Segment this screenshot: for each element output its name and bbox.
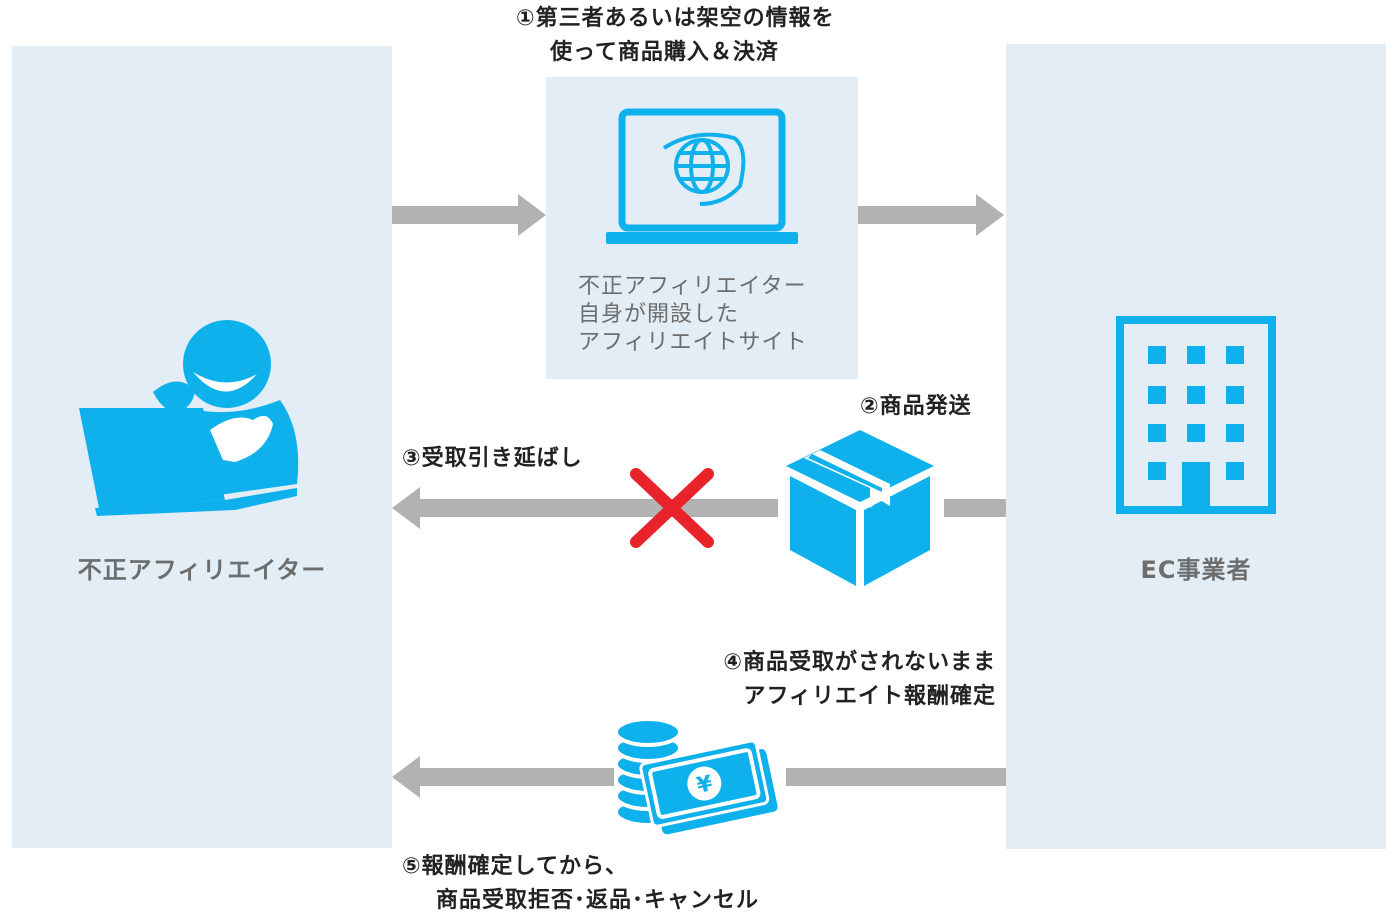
ec-operator-panel xyxy=(1006,44,1386,849)
site-caption-line-1: 不正アフィリエイター xyxy=(578,274,807,299)
arrow-reward-back xyxy=(392,756,614,798)
arrow-site-to-ec xyxy=(858,194,1004,236)
step1-line-1: ①第三者あるいは架空の情報を xyxy=(516,6,835,31)
arrow-shipping-back xyxy=(392,487,778,529)
site-caption-line-3: アフィリエイトサイト xyxy=(578,330,808,355)
step4-label: ④商品受取がされないまま アフィリエイト報酬確定 xyxy=(723,646,996,714)
step4-line-1: ④商品受取がされないまま xyxy=(723,650,996,675)
fraud-affiliate-label: 不正アフィリエイター xyxy=(77,556,327,584)
step5-line-1: ⑤報酬確定してから、 xyxy=(402,854,628,879)
step2-label: ②商品発送 xyxy=(860,394,972,419)
step5-line-2: 商品受取拒否･返品･キャンセル xyxy=(436,888,760,913)
arrow-shipping-segment xyxy=(944,499,1006,517)
step1-line-2: 使って商品購入＆決済 xyxy=(550,40,779,65)
arrow-affiliate-to-site xyxy=(392,194,546,236)
arrow-reward-segment xyxy=(786,768,1006,786)
red-x-icon xyxy=(630,468,714,548)
coins-and-yen-bills-icon: ¥ xyxy=(614,717,778,835)
building-icon xyxy=(1116,316,1276,514)
person-at-laptop-icon xyxy=(79,320,299,516)
laptop-globe-icon xyxy=(606,108,798,244)
step1-label: ①第三者あるいは架空の情報を 使って商品購入＆決済 xyxy=(516,2,835,70)
step5-label: ⑤報酬確定してから、 商品受取拒否･返品･キャンセル xyxy=(402,850,759,918)
package-box-icon xyxy=(786,430,934,586)
step4-line-2: アフィリエイト報酬確定 xyxy=(743,684,996,709)
yen-symbol: ¥ xyxy=(695,771,716,799)
step3-label: ③受取引き延ばし xyxy=(402,446,583,471)
affiliate-site-caption: 不正アフィリエイター 自身が開設した アフィリエイトサイト xyxy=(578,273,808,357)
site-caption-line-2: 自身が開設した xyxy=(578,302,740,327)
ec-operator-label: EC事業者 xyxy=(1140,556,1252,584)
